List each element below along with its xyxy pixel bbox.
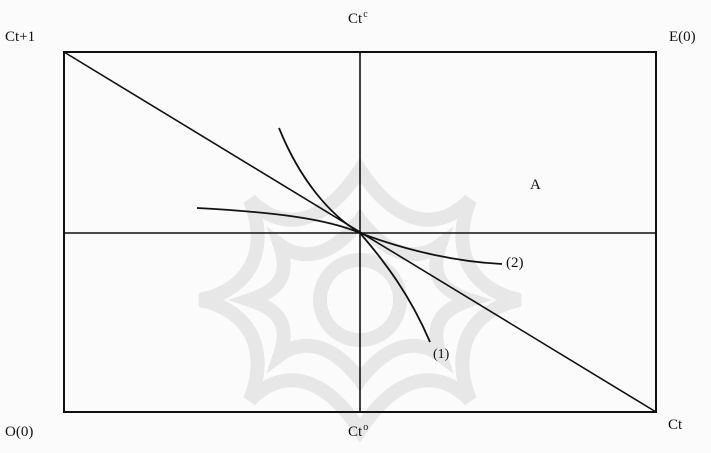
label-bottom-center-base: Ct [348,424,363,440]
label-top-center-sup: c [363,9,368,20]
curve-label-2: (2) [506,255,524,271]
label-top-center: Ctc [348,9,368,27]
label-bottom-center-sup: o [363,422,369,433]
curve-label-1: (1) [433,347,450,362]
label-bottom-center: Cto [348,422,369,440]
indifference-curve-2 [196,207,503,265]
label-top-left: Ct+1 [5,29,36,45]
label-bottom-right: Ct [668,417,683,433]
label-top-center-base: Ct [348,11,363,27]
region-label-a: A [530,177,541,193]
label-top-right: E(0) [669,29,696,45]
label-bottom-left: O(0) [5,424,34,440]
